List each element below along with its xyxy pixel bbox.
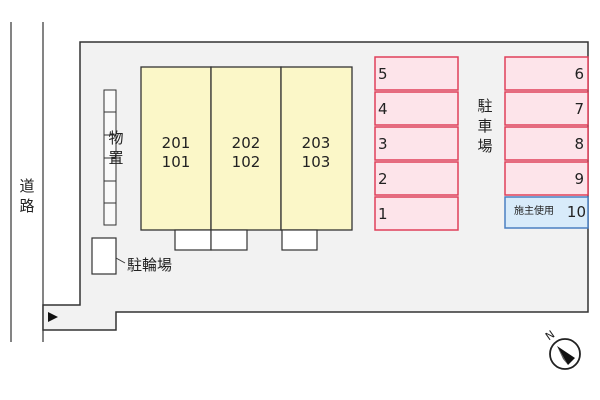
parking-label-char: 場 [477,137,493,155]
parking-space-number: 1 [378,205,388,223]
bike-parking-leader [115,257,126,264]
storage-label: 物 置 [107,128,125,168]
unit-block-2 [210,66,282,231]
owner-space-caption: 施主使用 [514,206,554,217]
storage-label-char: 置 [108,149,124,167]
storage-sheds [103,89,117,226]
unit-number-lower: 101 [161,153,191,171]
parking-space-number: 7 [574,100,584,118]
unit-number-upper: 203 [301,134,331,152]
bike-parking-label: 駐輪場 [127,256,173,274]
parking-space-number: 9 [574,170,584,188]
entry-step-3 [281,229,318,251]
north-arrow-icon [549,338,581,370]
triangle-arrow-icon [48,312,58,322]
road-label-char: 道 [19,177,35,195]
parking-column-left [374,56,459,231]
parking-space-number: 4 [378,100,388,118]
road-label-char: 路 [19,197,35,215]
road-label: 道 路 [18,176,36,216]
entry-step-1 [174,229,212,251]
parking-space-number: 5 [378,65,388,83]
parking-space-number: 3 [378,135,388,153]
parking-space-number: 8 [574,135,584,153]
bike-parking-box [91,237,117,275]
storage-label-char: 物 [108,129,124,147]
owner-parking-space [504,196,589,229]
entry-step-2 [210,229,248,251]
parking-label-char: 駐 [477,97,493,115]
unit-number-lower: 103 [301,153,331,171]
unit-number-upper: 202 [231,134,261,152]
unit-number-upper: 201 [161,134,191,152]
unit-number-lower: 102 [231,153,261,171]
parking-space-number: 6 [574,65,584,83]
unit-block-3 [280,66,353,231]
unit-block-1 [140,66,212,231]
parking-label: 駐 車 場 [476,96,494,156]
parking-label-char: 車 [477,117,493,135]
parking-space-number: 2 [378,170,388,188]
owner-space-number: 10 [566,203,586,221]
parking-column-right [504,56,589,229]
